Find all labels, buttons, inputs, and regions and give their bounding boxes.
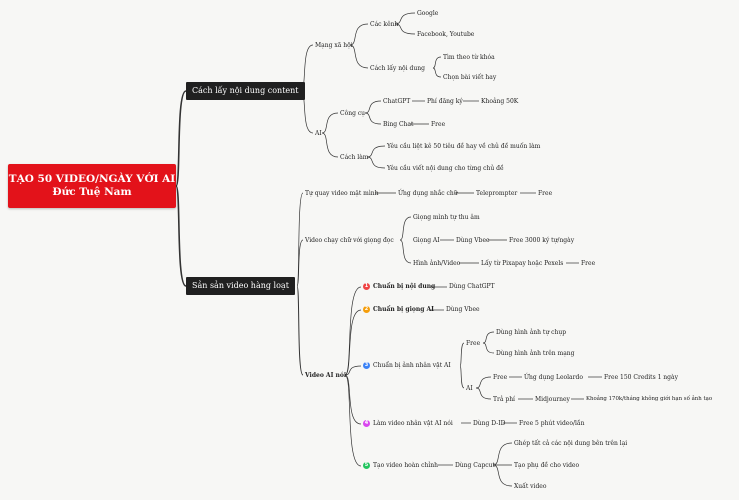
node-step1-chatgpt[interactable]: Dùng ChatGPT (449, 283, 495, 290)
node-merge[interactable]: Ghép tất cả các nội dung bên trên lại (514, 440, 628, 447)
node-step1[interactable]: Chuẩn bị nội dung (373, 283, 436, 290)
connector-curve (349, 23, 369, 46)
node-ai-paid[interactable]: Trả phí (493, 396, 515, 403)
node-ai-voice[interactable]: Giọng AI (413, 237, 440, 244)
node-pixabay[interactable]: Lấy từ Pixapay hoặc Pexels (481, 260, 564, 267)
node-own-voice[interactable]: Giọng mình tự thu âm (413, 214, 480, 221)
node-midjourney[interactable]: Midjourney (535, 396, 570, 403)
connector-curve (321, 132, 339, 158)
connector-curve (366, 156, 386, 169)
branch-mass-production[interactable]: Sản sản video hàng loạt (186, 277, 295, 295)
connector-curve (459, 342, 465, 367)
connector-curve (296, 239, 304, 287)
connector-curve (475, 376, 492, 389)
connector-curve (394, 12, 416, 25)
connector-curve (364, 112, 382, 125)
step-badge-3: 3 (363, 362, 370, 369)
node-how-step1[interactable]: Yêu cầu liệt kê 50 tiêu đề hay về chủ đề… (387, 143, 541, 150)
node-step3-free[interactable]: Free (466, 340, 481, 347)
connector-curve (394, 23, 416, 35)
step-badge-4: 4 (363, 420, 370, 427)
node-pick[interactable]: Chọn bài viết hay (443, 74, 497, 81)
root-subtitle: Đức Tuệ Nam (52, 186, 132, 198)
connector-curve (432, 56, 442, 69)
connector-curve (344, 309, 362, 376)
node-media[interactable]: Hình ảnh/Video (413, 260, 461, 267)
node-social[interactable]: Mạng xã hội (315, 42, 353, 49)
node-teleprompter[interactable]: Teleprompter (476, 190, 518, 197)
node-keyword[interactable]: Tìm theo từ khóa (443, 54, 495, 61)
node-vbee[interactable]: Dùng Vbee (456, 237, 490, 244)
step-badge-1: 1 (363, 283, 370, 290)
connector-curve (321, 112, 339, 134)
node-prompter-app[interactable]: Ứng dụng nhắc chữ (398, 190, 458, 197)
node-self-record[interactable]: Tự quay video mặt mình (305, 190, 379, 197)
node-chatgpt[interactable]: ChatGPT (383, 98, 411, 105)
node-step2-vbee[interactable]: Dùng Vbee (446, 306, 480, 313)
connector-curve (364, 100, 382, 114)
node-subtitle[interactable]: Tạo phụ đề cho video (514, 462, 580, 469)
node-step3-ai[interactable]: AI (466, 385, 473, 392)
root-title: TẠO 50 VIDEO/NGÀY VỚI AI (8, 173, 176, 185)
connector-curve (296, 285, 304, 376)
node-did-limit[interactable]: Free 5 phút video/lần (519, 420, 585, 427)
connector-curve (432, 67, 442, 78)
node-ai[interactable]: AI (315, 130, 322, 137)
node-pix-free[interactable]: Free (581, 260, 596, 267)
connector-curve (349, 44, 369, 69)
connector-curve (296, 192, 304, 287)
node-how[interactable]: Cách làm (340, 154, 369, 161)
connector-curve (482, 331, 495, 344)
connector-curve (175, 90, 187, 187)
branch-content-source[interactable]: Cách lấy nội dung content (186, 82, 305, 100)
connector-curve (482, 342, 495, 354)
connector-curve (492, 464, 513, 487)
node-step4[interactable]: Làm video nhân vật AI nói (373, 420, 453, 427)
node-leonardo[interactable]: Ứng dụng Leolardo (524, 374, 583, 381)
connector-curve (344, 365, 362, 376)
step-badge-2: 2 (363, 306, 370, 313)
node-export[interactable]: Xuất video (514, 483, 547, 490)
connector-curve (492, 442, 513, 466)
connector-curve (399, 216, 412, 241)
node-web-photo[interactable]: Dùng hình ảnh trên mạng (496, 350, 575, 357)
node-google[interactable]: Google (417, 10, 439, 17)
node-tele-free[interactable]: Free (538, 190, 553, 197)
node-bing[interactable]: Bing Chat (383, 121, 414, 128)
node-voice-video[interactable]: Video chạy chữ với giọng đọc (305, 237, 394, 244)
connector-curve (459, 365, 465, 389)
node-how-step2[interactable]: Yêu cầu viết nội dung cho từng chủ đề (387, 165, 504, 172)
node-step3[interactable]: Chuẩn bị ảnh nhân vật AI (373, 362, 451, 369)
node-ai-free[interactable]: Free (493, 374, 508, 381)
connector-curve (399, 239, 412, 264)
node-bing-free[interactable]: Free (431, 121, 446, 128)
node-did[interactable]: Dùng D-ID (473, 420, 506, 427)
node-capcut[interactable]: Dùng Capcut (455, 462, 495, 469)
node-paid[interactable]: Phí đăng ký (427, 98, 463, 105)
node-mj-price[interactable]: Khoảng 170k/tháng không giới hạn số ảnh … (586, 396, 713, 402)
connector-curve (175, 185, 187, 287)
connector-curve (475, 387, 492, 400)
node-tools[interactable]: Công cụ (340, 110, 366, 117)
node-step2[interactable]: Chuẩn bị giọng AI (373, 306, 434, 313)
node-method[interactable]: Cách lấy nội dung (370, 65, 425, 72)
node-vbee-quota[interactable]: Free 3000 ký tự/ngày (509, 237, 575, 244)
connector-curve (344, 286, 362, 376)
node-channels[interactable]: Các kênh (370, 21, 399, 28)
connector-curve (344, 374, 362, 467)
step-badge-5: 5 (363, 462, 370, 469)
node-facebook-youtube[interactable]: Facebook, Youtube (417, 31, 475, 38)
node-own-photo[interactable]: Dùng hình ảnh tự chụp (496, 329, 567, 336)
node-price[interactable]: Khoảng 50K (481, 98, 519, 105)
connector-curve (366, 145, 386, 158)
root-node[interactable]: TẠO 50 VIDEO/NGÀY VỚI AI Đức Tuệ Nam (8, 164, 176, 208)
node-credits[interactable]: Free 150 Credits 1 ngày (604, 374, 678, 381)
node-ai-talking[interactable]: Video AI nói (305, 372, 347, 379)
node-step5[interactable]: Tạo video hoàn chỉnh (373, 462, 439, 469)
